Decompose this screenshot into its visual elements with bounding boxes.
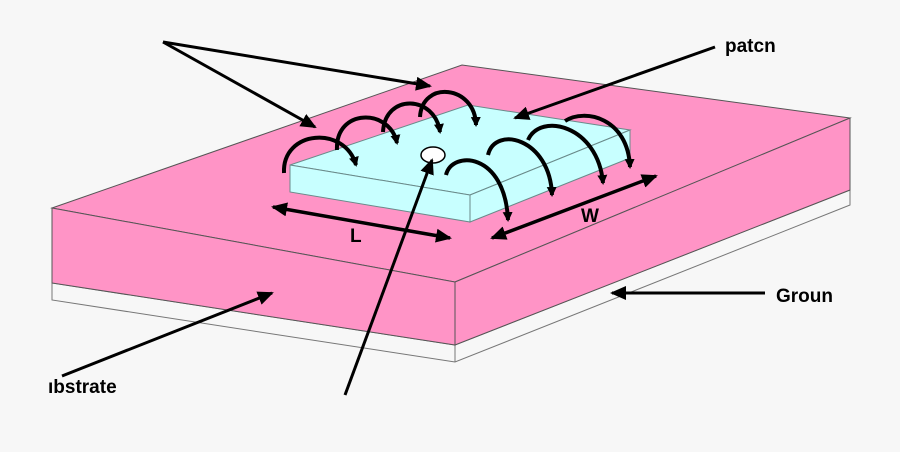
feed-arrow bbox=[343, 158, 434, 396]
length-dimension-arrow bbox=[271, 202, 452, 243]
fringing-callout-arrow-1 bbox=[162, 40, 432, 91]
patch-callout-arrow bbox=[513, 45, 716, 120]
patch-label: patcn bbox=[725, 36, 776, 57]
length-label: L bbox=[350, 226, 362, 247]
ground-label: Groun bbox=[776, 286, 833, 307]
fringing-callout-arrow-2 bbox=[162, 40, 317, 129]
width-dimension-arrow bbox=[490, 174, 658, 240]
substrate-label: ıbstrate bbox=[48, 377, 117, 398]
width-label: W bbox=[581, 206, 599, 227]
substrate-callout-arrow bbox=[61, 291, 274, 378]
